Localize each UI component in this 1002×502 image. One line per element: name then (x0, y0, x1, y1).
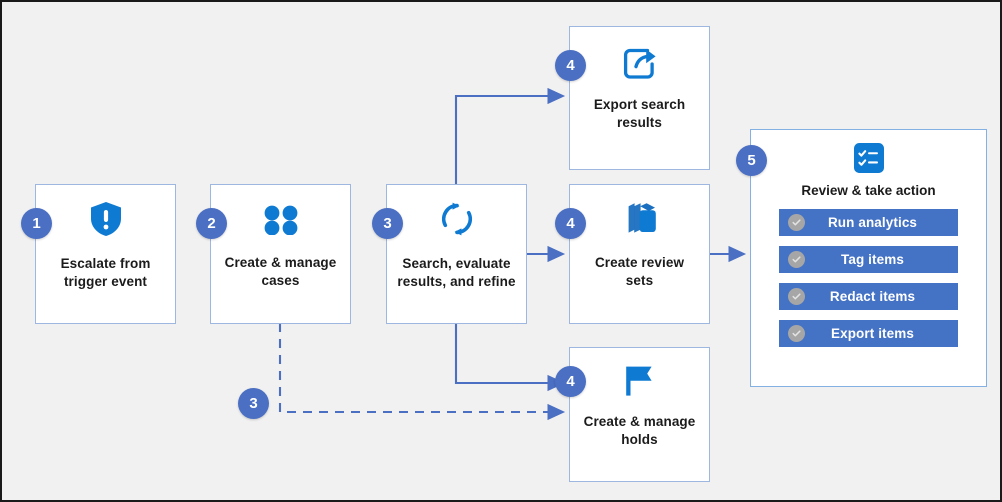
shield-alert-icon (89, 201, 123, 237)
node-cases-label: Create & manage cases (219, 254, 343, 290)
connector-search-to-holds (454, 324, 566, 392)
step-badge-3: 3 (372, 208, 403, 239)
node-export-line2: results (617, 114, 662, 130)
check-circle-icon (788, 251, 805, 268)
action-export-items[interactable]: Export items (779, 320, 958, 347)
node-cases-line1: Create & manage (224, 255, 337, 270)
action-label: Tag items (841, 252, 904, 267)
step-badge-3-dashed: 3 (238, 388, 269, 419)
node-review-sets-line2: sets (625, 272, 654, 288)
node-holds-label: Create & manage holds (578, 413, 702, 449)
node-search-line2: results, and refine (397, 273, 516, 289)
connector-search-to-export (454, 87, 566, 184)
node-review-sets-label: Create review sets (589, 254, 690, 290)
step-badge-2: 2 (196, 208, 227, 239)
node-search-line1: Search, evaluate (402, 256, 511, 271)
refresh-sync-icon (439, 201, 475, 237)
node-create-review-sets[interactable]: Create review sets (569, 184, 710, 324)
node-review-sets-line1: Create review (594, 255, 685, 270)
panel-title: Review & take action (801, 183, 936, 198)
node-escalate[interactable]: Escalate from trigger event (35, 184, 176, 324)
action-label: Run analytics (827, 215, 918, 230)
node-escalate-label: Escalate from trigger event (55, 255, 157, 291)
check-circle-icon (788, 325, 805, 342)
node-escalate-line2: trigger event (63, 273, 148, 289)
node-export-search-results[interactable]: Export search results (569, 26, 710, 170)
connector-cases-to-holds (278, 323, 566, 421)
step-badge-4-export: 4 (555, 50, 586, 81)
node-create-manage-cases[interactable]: Create & manage cases (210, 184, 351, 324)
node-holds-line2: holds (621, 431, 658, 447)
checklist-icon (853, 143, 884, 178)
panel-actions-list: Run analytics Tag items Redact items (751, 209, 986, 347)
check-circle-icon (788, 214, 805, 231)
check-circle-icon (788, 288, 805, 305)
export-share-icon (622, 46, 658, 80)
node-export-label: Export search results (588, 96, 691, 132)
step-badge-1: 1 (21, 208, 52, 239)
node-escalate-line1: Escalate from (60, 256, 151, 271)
node-export-line1: Export search (593, 97, 686, 112)
node-create-manage-holds[interactable]: Create & manage holds (569, 347, 710, 482)
action-redact-items[interactable]: Redact items (779, 283, 958, 310)
step-badge-4-holds: 4 (555, 366, 586, 397)
step-badge-4-review-sets: 4 (555, 208, 586, 239)
node-holds-line1: Create & manage (583, 414, 696, 429)
panel-review-take-action[interactable]: Review & take action Run analytics Tag i… (750, 129, 987, 387)
node-search-label: Search, evaluate results, and refine (391, 255, 521, 291)
node-cases-line2: cases (261, 272, 300, 288)
flag-icon (622, 365, 658, 397)
step-badge-5: 5 (736, 145, 767, 176)
action-run-analytics[interactable]: Run analytics (779, 209, 958, 236)
four-dots-icon (263, 205, 299, 235)
stacked-layers-icon (621, 202, 659, 236)
action-tag-items[interactable]: Tag items (779, 246, 958, 273)
action-label: Redact items (829, 289, 916, 304)
node-search-evaluate[interactable]: Search, evaluate results, and refine (386, 184, 527, 324)
action-label: Export items (831, 326, 914, 341)
